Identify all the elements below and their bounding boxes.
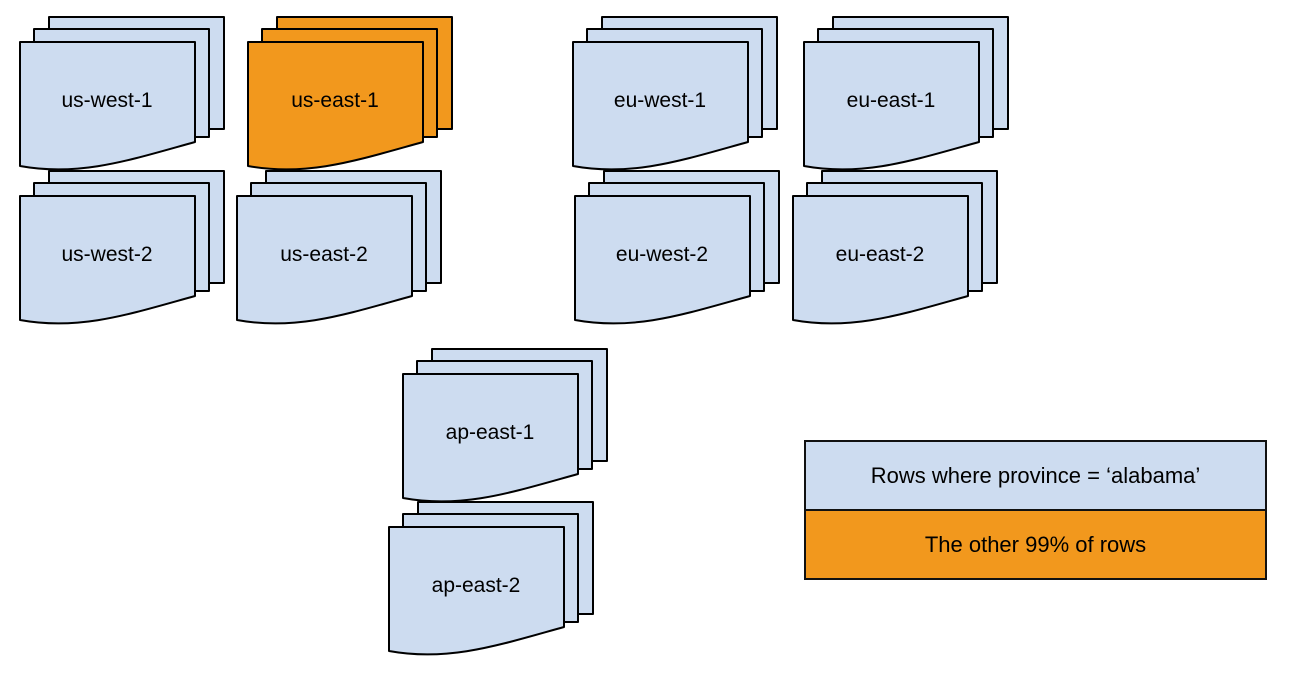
region-label: ap-east-2 [432,574,521,597]
document-page-front [803,41,980,171]
doc-stack-us-east-1: us-east-1 [247,16,453,171]
doc-stack-eu-east-2: eu-east-2 [792,170,998,325]
region-label: eu-west-1 [614,89,706,112]
document-page-front [402,373,579,503]
document-page-front [236,195,413,325]
region-label: ap-east-1 [446,421,535,444]
region-label: us-east-2 [280,243,368,266]
document-page-front [574,195,751,325]
region-label: eu-east-1 [847,89,936,112]
doc-stack-us-west-1: us-west-1 [19,16,225,171]
region-label: us-west-1 [61,89,152,112]
region-label: eu-east-2 [836,243,925,266]
doc-stack-us-west-2: us-west-2 [19,170,225,325]
document-page-front [792,195,969,325]
doc-stack-eu-west-1: eu-west-1 [572,16,778,171]
legend-item-other-rows: The other 99% of rows [806,509,1265,578]
doc-stack-eu-east-1: eu-east-1 [803,16,1009,171]
document-page-front [572,41,749,171]
region-label: us-east-1 [291,89,379,112]
doc-stack-eu-west-2: eu-west-2 [574,170,780,325]
document-page-front [19,41,196,171]
legend-item-label: The other 99% of rows [924,531,1147,557]
document-page-front [19,195,196,325]
legend-item-label: Rows where province = ‘alabama’ [870,462,1201,488]
document-page-front [247,41,424,171]
doc-stack-us-east-2: us-east-2 [236,170,442,325]
doc-stack-ap-east-2: ap-east-2 [388,501,594,656]
doc-stack-ap-east-1: ap-east-1 [402,348,608,503]
region-label: us-west-2 [61,243,152,266]
document-page-front [388,526,565,656]
region-label: eu-west-2 [616,243,708,266]
legend-item-alabama-rows: Rows where province = ‘alabama’ [806,442,1265,509]
legend: Rows where province = ‘alabama’ The othe… [804,440,1267,580]
